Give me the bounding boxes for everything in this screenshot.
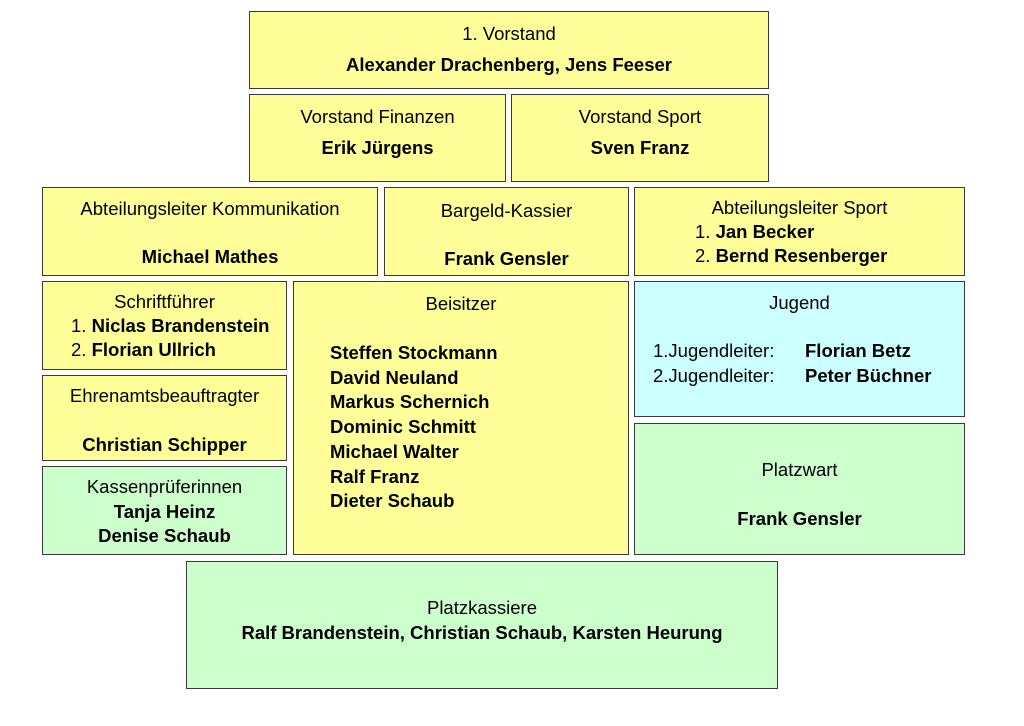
list-item: Michael Walter bbox=[330, 440, 459, 462]
item-label: 2.Jugendleiter: bbox=[653, 365, 775, 386]
box-abteilungsleiter-sport: Abteilungsleiter Sport 1. Jan Becker 2. … bbox=[634, 187, 965, 276]
box-title: Jugend bbox=[769, 292, 830, 313]
list-item: Steffen Stockmann bbox=[330, 342, 498, 363]
box-names: Alexander Drachenberg, Jens Feeser bbox=[346, 54, 672, 75]
item-number: 2. bbox=[695, 245, 711, 266]
box-jugend: Jugend 1.Jugendleiter: Florian Betz 2.Jug… bbox=[634, 281, 965, 417]
box-title: Bargeld-Kassier bbox=[440, 200, 573, 221]
item-name: Bernd Resenberger bbox=[715, 245, 888, 266]
list-item: Dieter Schaub bbox=[330, 490, 455, 512]
box-schriftfuehrer: Schriftführer 1. Niclas Brandenstein 2. … bbox=[42, 281, 287, 370]
item-number: 2. bbox=[71, 339, 87, 360]
box-ehrenamtsbeauftragter: Ehrenamtsbeauftragter Christian Schipper bbox=[42, 375, 287, 461]
box-beisitzer: Beisitzer Steffen Stockmann David Neulan… bbox=[293, 281, 629, 555]
item-name: Niclas Brandenstein bbox=[91, 315, 270, 336]
list-item: Dominic Schmitt bbox=[330, 416, 476, 438]
box-vorstand-sport: Vorstand Sport Sven Franz bbox=[511, 94, 769, 182]
item-name: Florian Ullrich bbox=[91, 339, 216, 360]
list-item: Ralf Franz bbox=[330, 465, 420, 487]
box-title: Kassenprüferinnen bbox=[86, 476, 243, 497]
box-platzkassiere: Platzkassiere Ralf Brandenstein, Christi… bbox=[186, 561, 778, 689]
box-vorstand-finanzen: Vorstand Finanzen Erik Jürgens bbox=[249, 94, 506, 182]
box-name: Frank Gensler bbox=[444, 248, 569, 269]
item-name: Jan Becker bbox=[715, 221, 815, 242]
item-name: Peter Büchner bbox=[805, 365, 932, 386]
box-platzwart: Platzwart Frank Gensler bbox=[634, 423, 965, 555]
box-abteilungsleiter-kommunikation: Abteilungsleiter Kommunikation Michael M… bbox=[42, 187, 378, 276]
box-1-vorstand: 1. Vorstand Alexander Drachenberg, Jens … bbox=[249, 11, 769, 89]
box-title: Ehrenamtsbeauftragter bbox=[69, 385, 260, 406]
box-name: Erik Jürgens bbox=[321, 137, 434, 158]
box-name: Frank Gensler bbox=[737, 508, 862, 529]
box-kassenpruefer: Kassenprüferinnen Tanja Heinz Denise Sch… bbox=[42, 466, 287, 555]
item-name: Florian Betz bbox=[805, 340, 911, 361]
box-title: Abteilungsleiter Kommunikation bbox=[80, 198, 340, 219]
list-item: Markus Schernich bbox=[330, 391, 490, 413]
list-item: David Neuland bbox=[330, 366, 459, 388]
list-item: 1. Niclas Brandenstein bbox=[71, 314, 286, 338]
list-item: Tanja Heinz bbox=[113, 501, 216, 522]
box-title: Platzwart bbox=[761, 459, 838, 480]
box-bargeld-kassier: Bargeld-Kassier Frank Gensler bbox=[384, 187, 629, 276]
item-number: 1. bbox=[71, 315, 87, 336]
list-item: 2. Bernd Resenberger bbox=[695, 244, 964, 268]
list-item: 1.Jugendleiter: Florian Betz bbox=[653, 339, 964, 363]
box-title: Schriftführer bbox=[114, 291, 215, 312]
box-name: Sven Franz bbox=[590, 137, 690, 158]
list-item: 2. Florian Ullrich bbox=[71, 338, 286, 362]
box-title: Beisitzer bbox=[425, 293, 497, 314]
box-title: Vorstand Finanzen bbox=[300, 106, 455, 127]
list-item: 1. Jan Becker bbox=[695, 220, 964, 244]
box-name: Christian Schipper bbox=[82, 434, 247, 455]
box-title: 1. Vorstand bbox=[462, 23, 556, 44]
beisitzer-list: Steffen Stockmann David Neuland Markus S… bbox=[330, 341, 628, 514]
box-names: Ralf Brandenstein, Christian Schaub, Kar… bbox=[241, 622, 723, 643]
list-item: Denise Schaub bbox=[98, 525, 231, 546]
box-title: Platzkassiere bbox=[426, 597, 537, 618]
box-name: Michael Mathes bbox=[141, 246, 279, 267]
list-item: 2.Jugendleiter: Peter Büchner bbox=[653, 364, 964, 388]
box-title: Abteilungsleiter Sport bbox=[711, 197, 888, 218]
item-label: 1.Jugendleiter: bbox=[653, 340, 775, 361]
box-title: Vorstand Sport bbox=[578, 106, 702, 127]
item-number: 1. bbox=[695, 221, 711, 242]
